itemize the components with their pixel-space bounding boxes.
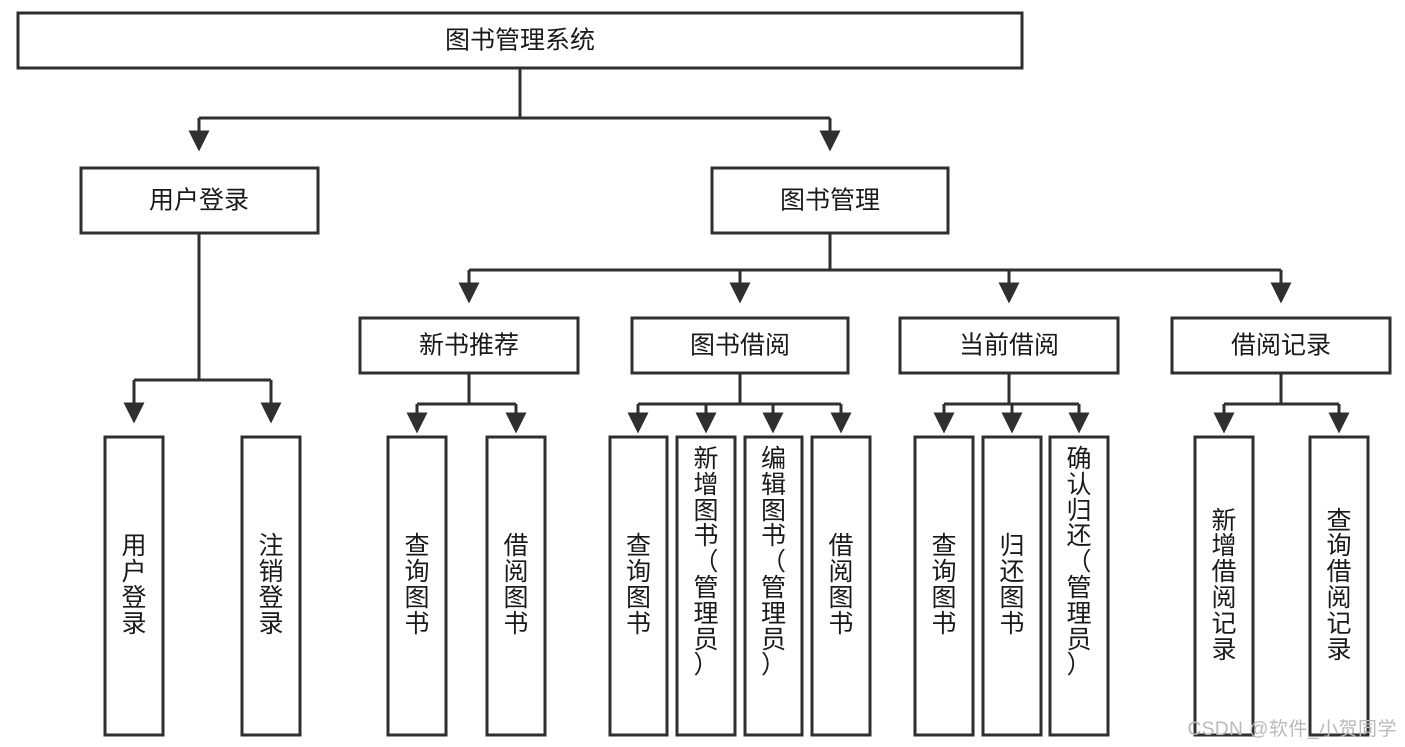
node-user-login[interactable]: 用户登录 (79, 166, 320, 235)
leaf-box-borrow-book-2[interactable] (810, 435, 872, 737)
node-user-login-label: 用户登录 (149, 187, 249, 215)
node-current-borrow-label: 当前借阅 (959, 332, 1059, 360)
leaf-box-query-book-3[interactable] (913, 435, 975, 737)
node-book-borrow-label: 图书借阅 (690, 332, 790, 360)
node-new-book-recommend-label: 新书推荐 (419, 332, 519, 360)
leaf-box-add-record[interactable] (1193, 435, 1255, 737)
node-borrow-record-label: 借阅记录 (1231, 332, 1331, 360)
node-root-label: 图书管理系统 (445, 27, 595, 55)
leaf-box-user-login[interactable] (103, 435, 165, 737)
connector-new-book-recommend-to-leaves (406, 373, 527, 434)
leaf-box-query-book-2[interactable] (608, 435, 669, 737)
node-book-borrow[interactable]: 图书借阅 (630, 316, 850, 375)
connector-book-manage-to-level3 (458, 233, 1292, 304)
node-current-borrow[interactable]: 当前借阅 (898, 316, 1120, 375)
leaf-box-query-book-1[interactable] (386, 435, 448, 737)
node-root[interactable]: 图书管理系统 (16, 11, 1024, 70)
leaf-box-logout-login[interactable] (240, 435, 302, 737)
connector-user-login-to-leaves (123, 233, 282, 424)
leaf-box-edit-book[interactable] (743, 435, 804, 737)
leaf-box-borrow-book-1[interactable] (485, 435, 547, 737)
node-borrow-record[interactable]: 借阅记录 (1170, 316, 1392, 375)
node-new-book-recommend[interactable]: 新书推荐 (358, 316, 580, 375)
leaf-box-add-book[interactable] (675, 435, 737, 737)
leaf-box-return-book[interactable] (981, 435, 1043, 737)
connector-root-to-level2 (188, 68, 841, 152)
connector-borrow-record-to-leaves (1213, 373, 1350, 434)
node-book-manage[interactable]: 图书管理 (710, 166, 950, 235)
node-book-manage-label: 图书管理 (780, 187, 880, 215)
leaf-box-query-record[interactable] (1308, 435, 1370, 737)
leaf-box-confirm-return[interactable] (1048, 435, 1110, 737)
watermark: CSDN @软件_小贺同学 (1187, 719, 1397, 740)
connector-book-borrow-to-leaves (627, 373, 852, 434)
connector-current-borrow-to-leaves (933, 373, 1090, 434)
